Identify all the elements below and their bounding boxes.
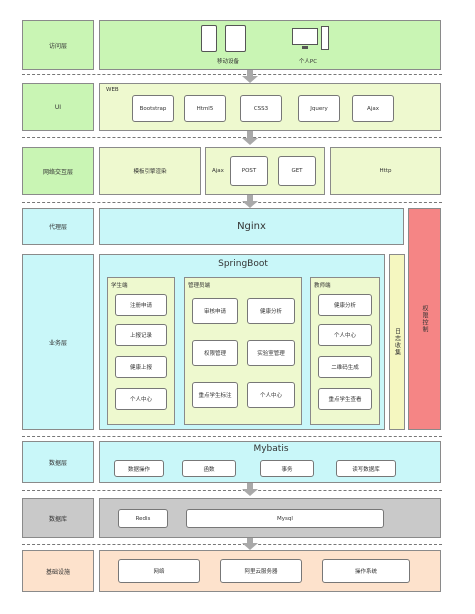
teacher-item: 健康分析 [318, 294, 372, 316]
layer-label-infra: 基础设施 [22, 550, 94, 592]
arrow-shaft [247, 483, 253, 490]
layer-label-ui: UI [22, 83, 94, 131]
infra-item: 阿里云服务器 [220, 559, 302, 583]
nginx-panel: Nginx [99, 208, 404, 245]
down-arrow-icon [242, 543, 258, 550]
data-item: 读写数据库 [336, 460, 396, 477]
pc-label: 个人PC [298, 59, 318, 65]
data-item: 数据操作 [114, 460, 164, 477]
teacher-item: 重点学生查看 [318, 388, 372, 410]
layer-label-text: 代理层 [48, 224, 67, 231]
ui-item: CSS3 [240, 95, 282, 122]
teacher-column: 教师端 健康分析 个人中心 二维码生成 重点学生查看 [310, 277, 380, 425]
ui-panel: WEB Bootstrap Html5 CSS3 Jquery Ajax [99, 83, 441, 131]
tablet-icon [225, 25, 246, 52]
mybatis-panel: Mybatis 数据操作 函数 事务 读写数据库 [99, 441, 441, 483]
pc-tower-icon [321, 26, 329, 50]
layer-label-access: 访问层 [22, 20, 94, 70]
separator [22, 202, 442, 203]
mobile-label: 移动设备 [216, 59, 239, 65]
teacher-item: 个人中心 [318, 324, 372, 346]
springboot-label: SpringBoot [218, 259, 268, 269]
teacher-title: 教师端 [314, 283, 331, 289]
admin-item: 重点学生标注 [192, 382, 238, 408]
layer-label-text: 网络交互层 [42, 168, 73, 176]
ui-item: Jquery [298, 95, 340, 122]
database-panel: Redis Mysql [99, 498, 441, 538]
access-panel: 移动设备 个人PC [99, 20, 441, 70]
ui-item: Ajax [352, 95, 394, 122]
admin-item: 健康分析 [247, 298, 295, 324]
pc-stand-icon [302, 46, 308, 49]
separator [22, 490, 442, 491]
redis-box: Redis [118, 509, 168, 528]
layer-label-database: 数据库 [22, 498, 94, 538]
admin-item: 实验室管理 [247, 340, 295, 366]
get-box: GET [278, 156, 316, 186]
student-item: 注册申请 [115, 294, 167, 316]
layer-label-text: 访问层 [48, 42, 67, 50]
pc-monitor-icon [292, 28, 318, 45]
infra-panel: 网络 阿里云服务器 操作系统 [99, 550, 441, 592]
infra-item: 操作系统 [322, 559, 410, 583]
template-engine-label: 模板引擎渲染 [133, 169, 167, 175]
separator [22, 436, 442, 437]
admin-column: 管理员端 审核申请 健康分析 权限管理 实验室管理 重点学生标注 个人中心 [184, 277, 302, 425]
down-arrow-icon [242, 138, 258, 145]
ajax-label: Ajax [212, 168, 224, 174]
down-arrow-icon [242, 201, 258, 208]
template-engine-panel: 模板引擎渲染 [99, 147, 201, 195]
mobile-phone-icon [201, 25, 217, 52]
layer-label-proxy: 代理层 [22, 208, 94, 245]
student-item: 健康上报 [115, 356, 167, 378]
separator [22, 74, 442, 75]
arrow-shaft [247, 131, 253, 138]
arrow-shaft [247, 70, 253, 76]
log-collection-label: 日志收集 [393, 328, 401, 356]
admin-item: 审核申请 [192, 298, 238, 324]
arrow-shaft [247, 538, 253, 544]
mysql-box: Mysql [186, 509, 384, 528]
infra-item: 网络 [118, 559, 200, 583]
http-panel: Http [330, 147, 441, 195]
layer-label-text: 业务层 [48, 339, 67, 347]
data-item: 函数 [182, 460, 236, 477]
down-arrow-icon [242, 489, 258, 496]
auth-control-panel: 权限控制 [408, 208, 441, 430]
ajax-panel: Ajax POST GET [205, 147, 325, 195]
mybatis-label: Mybatis [253, 444, 289, 454]
student-column: 学生端 注册申请 上报记录 健康上报 个人中心 [107, 277, 175, 425]
admin-item: 个人中心 [247, 382, 295, 408]
layer-label-text: 基础设施 [45, 568, 70, 576]
layer-label-text: 数据层 [48, 459, 67, 467]
log-collection-panel: 日志收集 [389, 254, 405, 430]
admin-item: 权限管理 [192, 340, 238, 366]
layer-label-text: 数据库 [48, 515, 67, 523]
separator [22, 137, 442, 138]
springboot-panel: SpringBoot 学生端 注册申请 上报记录 健康上报 个人中心 管理员端 … [99, 254, 385, 430]
arrow-shaft [247, 195, 253, 202]
layer-label-business: 业务层 [22, 254, 94, 430]
web-label: WEB [106, 87, 119, 93]
student-title: 学生端 [111, 283, 128, 289]
student-item: 上报记录 [115, 324, 167, 346]
ui-item: Html5 [184, 95, 226, 122]
down-arrow-icon [242, 76, 258, 83]
admin-title: 管理员端 [188, 283, 211, 289]
student-item: 个人中心 [115, 388, 167, 410]
http-label: Http [379, 168, 392, 174]
ui-item: Bootstrap [132, 95, 174, 122]
auth-control-label: 权限控制 [421, 305, 428, 333]
post-box: POST [230, 156, 268, 186]
layer-label-data: 数据层 [22, 441, 94, 483]
nginx-label: Nginx [237, 221, 266, 232]
separator [22, 544, 442, 545]
layer-label-text: UI [54, 103, 62, 111]
layer-label-gateway: 网络交互层 [22, 147, 94, 195]
data-item: 事务 [260, 460, 314, 477]
teacher-item: 二维码生成 [318, 356, 372, 378]
